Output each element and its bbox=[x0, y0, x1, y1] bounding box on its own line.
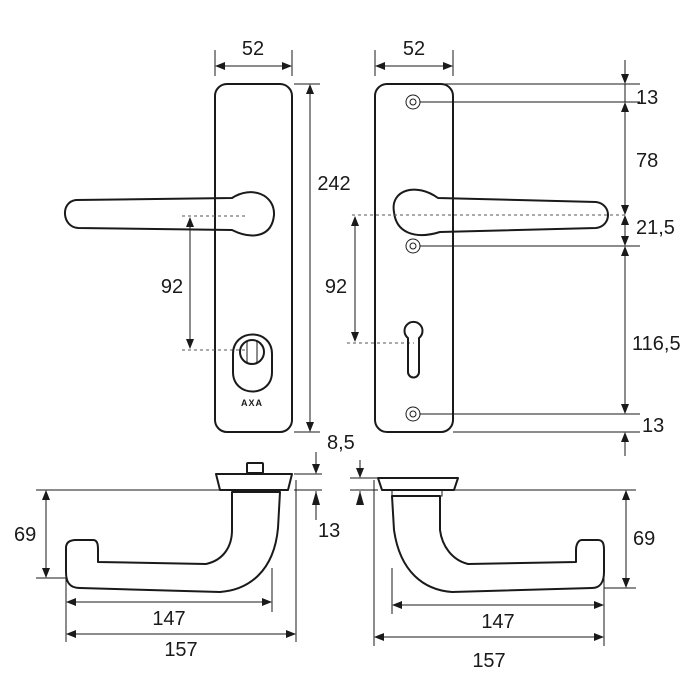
label-plate-height: 242 bbox=[317, 173, 350, 195]
cylinder-cam-left bbox=[246, 339, 258, 365]
screw-middle-right bbox=[405, 238, 421, 254]
brand-logo: AXA bbox=[241, 398, 263, 408]
side-view-left bbox=[65, 462, 293, 593]
label-side-rosette-depth: 13 bbox=[318, 520, 340, 542]
label-handle-to-screw: 21,5 bbox=[636, 217, 675, 239]
backplate-right bbox=[374, 83, 454, 433]
label-side-projection-right: 69 bbox=[633, 528, 655, 550]
label-side-projection-left: 69 bbox=[14, 524, 36, 546]
label-total-length-left: 157 bbox=[164, 639, 197, 661]
label-screw-to-screw: 116,5 bbox=[632, 333, 681, 355]
label-lever-length-left: 147 bbox=[152, 608, 185, 630]
screw-top-inner-right bbox=[409, 98, 417, 106]
label-lever-length-right: 147 bbox=[481, 611, 514, 633]
lever-side-right bbox=[391, 495, 605, 593]
rosette-cap-left bbox=[246, 462, 264, 474]
label-handle-cylinder-right: 92 bbox=[325, 276, 347, 298]
label-total-length-right: 157 bbox=[472, 650, 505, 672]
lever-right bbox=[392, 188, 609, 237]
label-handle-cylinder-left: 92 bbox=[161, 276, 183, 298]
rosette-left bbox=[215, 473, 293, 491]
label-screw-bottom-offset: 13 bbox=[642, 415, 664, 437]
front-view-left: AXA bbox=[64, 83, 293, 433]
label-plate-width-left: 52 bbox=[242, 38, 264, 60]
lever-side-left bbox=[65, 491, 281, 593]
front-view-right bbox=[347, 83, 625, 433]
screw-bottom-right bbox=[405, 406, 421, 422]
label-screw-to-handle: 78 bbox=[636, 150, 658, 172]
label-screw-top-offset: 13 bbox=[636, 87, 658, 109]
lever-left bbox=[64, 191, 276, 237]
dimension-lines bbox=[36, 50, 640, 646]
backplate-left bbox=[214, 83, 293, 433]
label-plate-width-right: 52 bbox=[403, 38, 425, 60]
screw-bottom-inner-right bbox=[409, 410, 417, 418]
screw-middle-inner-right bbox=[409, 242, 417, 250]
label-side-plate-thickness: 8,5 bbox=[327, 432, 355, 454]
profile-keyhole-right bbox=[403, 320, 424, 379]
dimension-labels: 52 52 242 92 92 13 78 21,5 116,5 13 8,5 … bbox=[14, 38, 681, 672]
rosette-right bbox=[377, 477, 459, 491]
screw-top-right bbox=[405, 94, 421, 110]
cylinder-keyhole-left bbox=[239, 339, 265, 365]
cylinder-escutcheon-left bbox=[232, 333, 273, 393]
side-view-right bbox=[377, 477, 605, 593]
